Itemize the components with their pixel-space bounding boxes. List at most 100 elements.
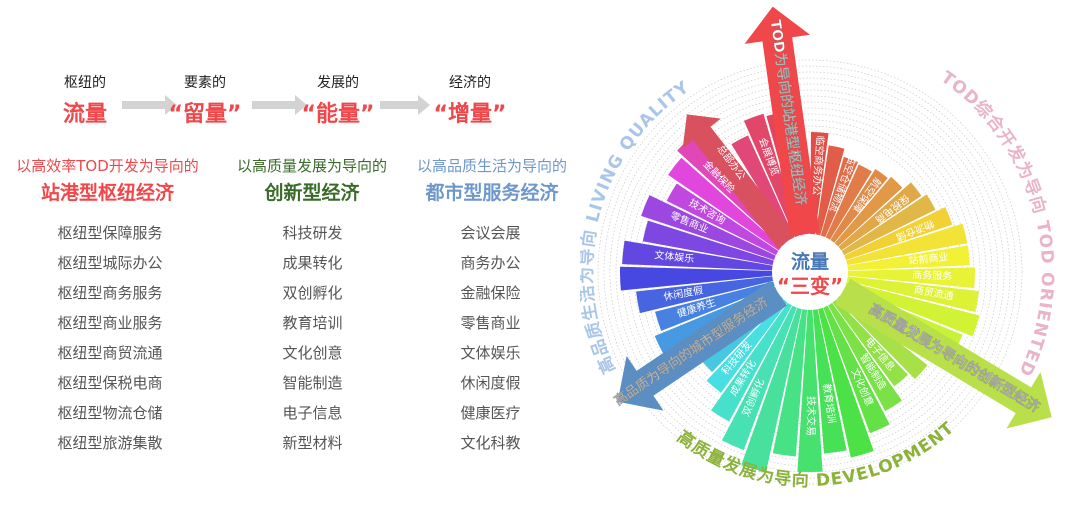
center-subtitle: “三变” <box>777 274 843 298</box>
flow-step-4: 经济的 “增量” <box>410 72 530 128</box>
arrow-right-icon <box>252 95 307 115</box>
center-title: 流量 <box>791 250 829 273</box>
sector-bar <box>842 207 953 261</box>
list-item: 零售商业 <box>460 314 521 332</box>
sector-bar <box>668 157 784 252</box>
list-item: 枢纽型保障服务 <box>57 224 163 242</box>
column-hub-economy: 以高效率TOD开发为导向的 站港型枢纽经济 <box>0 155 215 205</box>
list-item: 成果转化 <box>282 254 343 272</box>
sector-bar <box>812 307 847 454</box>
sector-bar <box>844 223 968 266</box>
sector-bar <box>642 220 776 266</box>
sector-bar <box>666 183 781 256</box>
sector-bar <box>711 301 793 422</box>
sector-bar <box>620 266 775 291</box>
list-item: 枢纽型保税电商 <box>57 374 163 392</box>
sector-bar <box>636 276 776 314</box>
flow-label: 经济的 <box>449 75 491 91</box>
column-subtitle: 以高质量发展为导向的 <box>236 157 387 175</box>
column-subtitle: 以高效率TOD开发为导向的 <box>16 157 199 175</box>
arrow-tod-hub-economy <box>744 6 820 237</box>
flow-step-1: 枢纽的 流量 <box>25 72 145 128</box>
sector-bar <box>824 164 872 242</box>
sector-bar <box>845 267 975 289</box>
urban-service-list: 会议会展商务办公金融保险零售商业文体娱乐休闲度假健康医疗文化科教 <box>428 218 553 458</box>
column-title: 创新型经济 <box>264 182 360 204</box>
list-item: 健康医疗 <box>460 404 521 422</box>
flow-label: 要素的 <box>184 75 226 91</box>
list-item: 科技研发 <box>282 224 343 242</box>
list-item: 文化科教 <box>460 434 521 452</box>
list-item: 休闲度假 <box>460 374 521 392</box>
flow-value: 流量 <box>62 102 107 127</box>
sector-bar <box>622 240 775 271</box>
list-item: 枢纽型旅游集散 <box>57 434 163 452</box>
center-circle <box>772 234 848 310</box>
ring <box>597 59 1023 485</box>
ring <box>633 95 987 449</box>
sector-bar <box>833 176 903 248</box>
column-title: 站港型枢纽经济 <box>40 182 174 204</box>
column-title: 都市型服务经济 <box>425 182 559 204</box>
list-item: 枢纽型物流仓储 <box>57 404 163 422</box>
list-item: 金融保险 <box>460 284 521 302</box>
sector-bar <box>815 145 845 238</box>
list-item: 教育培训 <box>282 314 343 332</box>
sector-bar <box>817 305 874 458</box>
sector-label: 文体娱乐 <box>654 248 695 265</box>
flow-label: 发展的 <box>317 75 359 91</box>
list-item: 电子信息 <box>282 404 343 422</box>
list-item: 枢纽型城际办公 <box>57 254 163 272</box>
innovation-economy-list: 科技研发成果转化双创孵化教育培训文化创意智能制造电子信息新型材料 <box>250 218 375 458</box>
sector-bar <box>741 305 803 473</box>
column-urban-service-economy: 以高品质生活为导向的 都市型服务经济 <box>403 155 581 205</box>
list-item: 智能制造 <box>282 374 343 392</box>
sector-bar <box>706 298 789 393</box>
arrow-innovation-economy <box>834 278 1052 429</box>
sector-bar <box>797 307 823 472</box>
sector-label: 临空商务办公 <box>810 135 827 196</box>
list-item: 双创孵化 <box>282 284 343 302</box>
sector-bar <box>820 156 859 240</box>
list-item: 枢纽型商务服务 <box>57 284 163 302</box>
sector-bar <box>839 194 936 256</box>
flow-value: “留量” <box>168 102 242 127</box>
flow-step-2: 要素的 “留量” <box>145 72 265 128</box>
flow-step-3: 发展的 “能量” <box>278 72 398 128</box>
list-item: 商务办公 <box>460 254 521 272</box>
column-innovation-economy: 以高质量发展为导向的 创新型经济 <box>222 155 402 205</box>
arrow-right-icon <box>380 95 430 115</box>
list-item: 文化创意 <box>282 344 343 362</box>
sector-label: 商务服务 <box>912 268 952 282</box>
sector-bar <box>655 280 777 331</box>
column-subtitle: 以高品质生活为导向的 <box>416 157 567 175</box>
ring <box>603 65 1017 479</box>
sector-label: 技术交易 <box>805 396 818 436</box>
sector-bar <box>829 168 888 245</box>
sector-label: 站前商业 <box>908 250 949 267</box>
list-item: 枢纽型商贸流通 <box>57 344 163 362</box>
sector-bar <box>772 307 808 457</box>
flow-label: 枢纽的 <box>64 75 106 91</box>
ring <box>609 71 1011 473</box>
sector-bar <box>822 303 890 434</box>
sector-bar <box>843 280 980 337</box>
arrow-right-icon <box>122 95 177 115</box>
sector-bar <box>845 245 970 271</box>
sector-bar <box>836 182 922 252</box>
sector-bar <box>827 301 902 411</box>
sector-bar <box>641 195 778 261</box>
arrow-urban-service-economy <box>617 280 787 411</box>
list-item: 会议会展 <box>460 224 521 242</box>
list-item: 新型材料 <box>282 434 343 452</box>
sector-bar <box>721 303 798 451</box>
list-item: 枢纽型商业服务 <box>57 314 163 332</box>
flow-value: “增量” <box>433 102 507 127</box>
sector-bar <box>844 276 979 312</box>
arrow-hq-office <box>682 114 796 249</box>
flow-value: “能量” <box>301 102 375 127</box>
hub-economy-list: 枢纽型保障服务枢纽型城际办公枢纽型商务服务枢纽型商业服务枢纽型商贸流通枢纽型保税… <box>30 218 190 458</box>
sector-bar <box>831 298 908 387</box>
flow-wheel-diagram: TOD为导向的站港型枢纽经济高品质为导向的城市型服务经济高质量发展为导向的创新型… <box>580 6 1056 491</box>
list-item: 文体娱乐 <box>460 344 521 362</box>
